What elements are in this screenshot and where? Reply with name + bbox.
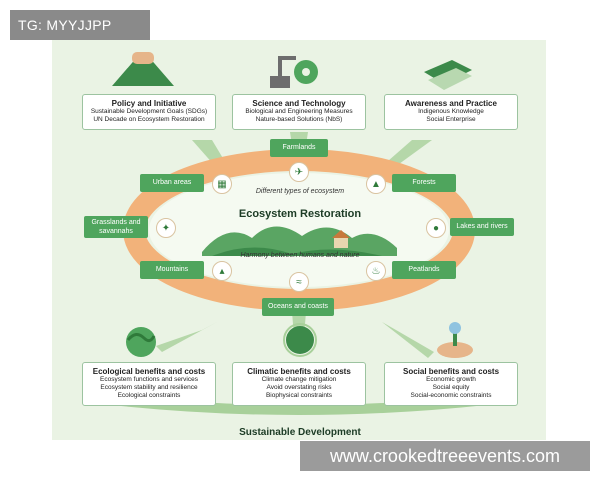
ecological-title: Ecological benefits and costs (92, 367, 206, 376)
earth-leaves-icon (114, 320, 168, 360)
ecosystem-oceans: Oceans and coasts (262, 298, 334, 316)
social-line: Social-economic constraints (410, 392, 492, 399)
ecological-box: Ecological benefits and costs Ecosystem … (82, 362, 216, 406)
awareness-box: Awareness and Practice Indigenous Knowle… (384, 94, 518, 130)
awareness-line: Indigenous Knowledge (418, 108, 484, 115)
policy-box: Policy and Initiative Sustainable Develo… (82, 94, 216, 130)
cards-icon (418, 52, 478, 92)
ecosystem-farmlands: Farmlands (270, 139, 328, 157)
landscape-illustration (202, 226, 397, 256)
farm-icon: ✈ (289, 162, 309, 182)
center-title: Ecosystem Restoration (238, 208, 362, 220)
ecological-line: Ecological constraints (117, 392, 181, 399)
climatic-line: Climate change mitigation (261, 376, 337, 383)
gear-robot-icon (262, 46, 326, 90)
ecosystem-grasslands: Grasslands and savannahs (84, 216, 148, 238)
tree-icon: ▲ (366, 174, 386, 194)
social-title: Social benefits and costs (402, 367, 500, 376)
globe-cycle-icon (282, 322, 318, 358)
social-line: Social equity (432, 384, 470, 391)
watermark-link[interactable]: www.crookedtreeevents.com (300, 441, 590, 471)
ecosystem-peatlands: Peatlands (392, 261, 456, 279)
policy-line: UN Decade on Ecosystem Restoration (93, 116, 205, 123)
science-box: Science and Technology Biological and En… (232, 94, 366, 130)
footer-title: Sustainable Development (239, 427, 361, 438)
social-line: Economic growth (426, 376, 476, 383)
water-drop-icon: ● (426, 218, 446, 238)
ecosystem-lakes: Lakes and rivers (450, 218, 514, 236)
science-line: Nature-based Solutions (NbS) (255, 116, 343, 123)
ecosystem-mountains: Mountains (140, 261, 204, 279)
awareness-title: Awareness and Practice (405, 99, 497, 108)
awareness-line: Social Enterprise (426, 116, 476, 123)
climatic-line: Avoid overstating risks (266, 384, 332, 391)
overlay-tag: TG: MYYJJPP (10, 10, 150, 40)
building-icon: ▦ (212, 174, 232, 194)
ring-bottom-text: Harmony between humans and nature (240, 252, 360, 259)
climatic-box: Climatic benefits and costs Climate chan… (232, 362, 366, 406)
policy-title: Policy and Initiative (111, 99, 187, 108)
grass-icon: ✦ (156, 218, 176, 238)
policy-line: Sustainable Development Goals (SDGs) (90, 108, 208, 115)
science-title: Science and Technology (252, 99, 346, 108)
climatic-title: Climatic benefits and costs (247, 367, 351, 376)
social-box: Social benefits and costs Economic growt… (384, 362, 518, 406)
hands-plant-icon (432, 318, 478, 360)
arrow-social (382, 322, 434, 358)
wave-icon: ≈ (289, 272, 309, 292)
mountain-icon: ▴ (212, 261, 232, 281)
handshake-icon (108, 46, 178, 90)
ring-top-text: Different types of ecosystem (255, 188, 345, 195)
ecosystem-urban: Urban areas (140, 174, 204, 192)
climatic-line: Biophysical constraints (265, 392, 333, 399)
ecological-line: Ecosystem functions and services (100, 376, 198, 383)
ecological-line: Ecosystem stability and resilience (100, 384, 198, 391)
peat-icon: ♨ (366, 261, 386, 281)
ecosystem-forests: Forests (392, 174, 456, 192)
science-line: Biological and Engineering Measures (245, 108, 353, 115)
arrow-ecological (156, 322, 217, 352)
